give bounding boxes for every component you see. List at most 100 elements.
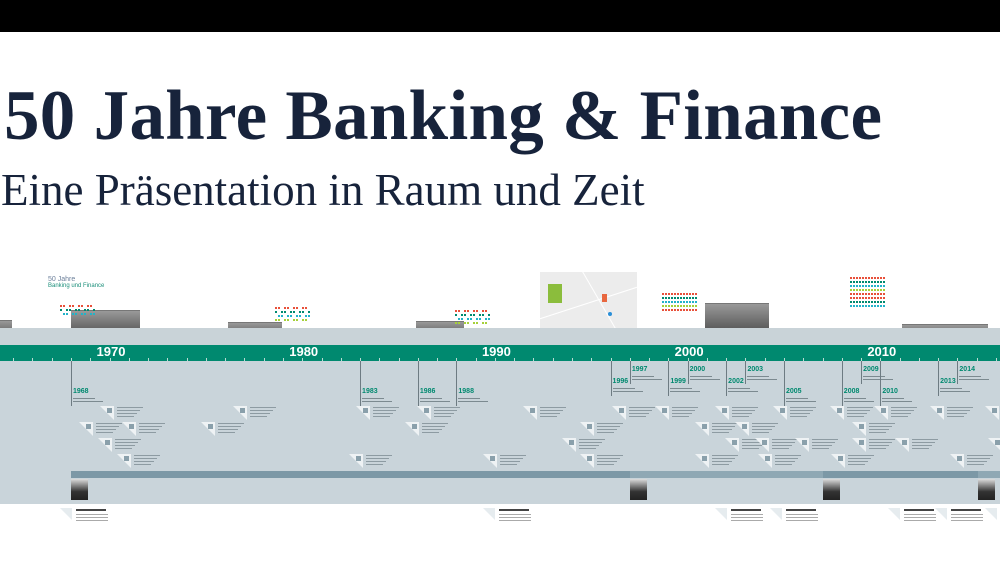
chart-square — [60, 305, 62, 307]
event-icon — [732, 440, 737, 445]
timeline-event[interactable] — [758, 454, 818, 472]
timeline-event[interactable] — [950, 454, 1000, 472]
timeline-event[interactable] — [795, 438, 855, 456]
timeline-event[interactable] — [122, 422, 182, 440]
publication-note — [985, 508, 1000, 528]
chart-square — [485, 310, 487, 312]
event-text-line — [775, 455, 801, 456]
event-text-line — [742, 442, 765, 443]
chart-square — [66, 313, 68, 315]
professor-portrait — [823, 479, 840, 500]
event-text-line — [752, 429, 772, 430]
chart-square — [874, 293, 876, 295]
timeline-event[interactable] — [405, 422, 465, 440]
timeline-event[interactable] — [79, 422, 139, 440]
event-icon — [662, 408, 667, 413]
milestone-year: 2009 — [863, 366, 879, 373]
publication-text-line — [731, 517, 763, 518]
milestone-year: 2008 — [843, 388, 860, 395]
timeline-event[interactable] — [523, 406, 583, 424]
timeline-event[interactable] — [715, 406, 775, 424]
event-icon — [762, 440, 767, 445]
event-text-line — [891, 407, 917, 408]
chart-square — [84, 313, 86, 315]
campus-map — [537, 236, 643, 333]
event-text-line — [912, 442, 935, 443]
chart-square — [662, 297, 664, 299]
chart-square — [302, 311, 304, 313]
timeline-event[interactable] — [874, 406, 934, 424]
milestone-text-line — [747, 379, 778, 380]
timeline-event[interactable] — [612, 406, 672, 424]
event-text-line — [775, 461, 795, 462]
chart-square — [871, 289, 873, 291]
event-text-line — [752, 423, 778, 424]
timeline-event[interactable] — [852, 438, 912, 456]
event-text-line — [752, 426, 775, 427]
chart-square — [87, 309, 89, 311]
chart-square — [874, 281, 876, 283]
publication-note — [60, 508, 120, 528]
chart-square — [671, 305, 673, 307]
timeline-event[interactable] — [562, 438, 622, 456]
timeline-event[interactable] — [930, 406, 990, 424]
chart-square — [883, 297, 885, 299]
chart-square — [692, 293, 694, 295]
timeline-event[interactable] — [349, 454, 409, 472]
timeline-event[interactable] — [895, 438, 955, 456]
event-text-line — [848, 464, 865, 465]
timeline-event[interactable] — [655, 406, 715, 424]
chart-square — [674, 305, 676, 307]
timeline-event[interactable] — [580, 422, 640, 440]
event-text-line — [912, 439, 938, 440]
chart-square — [671, 301, 673, 303]
timeline-event[interactable] — [988, 438, 1000, 456]
chart-square — [874, 305, 876, 307]
timeline-event[interactable] — [830, 406, 890, 424]
timeline-event[interactable] — [100, 406, 160, 424]
chart-square — [880, 289, 882, 291]
event-icon — [702, 424, 707, 429]
event-text-line — [772, 448, 789, 449]
event-text-line — [869, 429, 889, 430]
chart-square — [862, 305, 864, 307]
professor-portrait — [630, 479, 647, 500]
timeline-event[interactable] — [852, 422, 912, 440]
chart-square — [868, 297, 870, 299]
publication-text-line — [499, 517, 531, 518]
event-text-line — [540, 416, 557, 417]
chart-square — [862, 293, 864, 295]
timeline-event[interactable] — [417, 406, 477, 424]
year-tick — [128, 358, 130, 361]
timeline-event[interactable] — [735, 422, 795, 440]
publication-marker — [888, 508, 900, 520]
timeline-event[interactable] — [755, 438, 815, 456]
timeline-event[interactable] — [831, 454, 891, 472]
chart-square — [290, 311, 292, 313]
event-icon — [937, 408, 942, 413]
timeline-event[interactable] — [117, 454, 177, 472]
event-icon — [859, 424, 864, 429]
timeline-event[interactable] — [773, 406, 833, 424]
milestone-line — [610, 361, 612, 396]
chart-square — [90, 313, 92, 315]
timeline-event[interactable] — [985, 406, 1000, 424]
event-text-line — [772, 445, 792, 446]
chart-square — [302, 319, 304, 321]
timeline-event[interactable] — [233, 406, 293, 424]
event-text-line — [869, 445, 889, 446]
timeline-event[interactable] — [695, 422, 755, 440]
timeline-event[interactable] — [695, 454, 755, 472]
timeline-event[interactable] — [356, 406, 416, 424]
chart-square — [686, 301, 688, 303]
year-tick — [552, 358, 554, 361]
chart-square — [479, 314, 481, 316]
chart-square — [856, 305, 858, 307]
timeline-event[interactable] — [483, 454, 543, 472]
timeline-event[interactable] — [580, 454, 640, 472]
timeline-event[interactable] — [98, 438, 158, 456]
year-tick — [668, 358, 670, 361]
chart-square — [662, 305, 664, 307]
event-text-line — [139, 423, 165, 424]
timeline-event[interactable] — [201, 422, 261, 440]
